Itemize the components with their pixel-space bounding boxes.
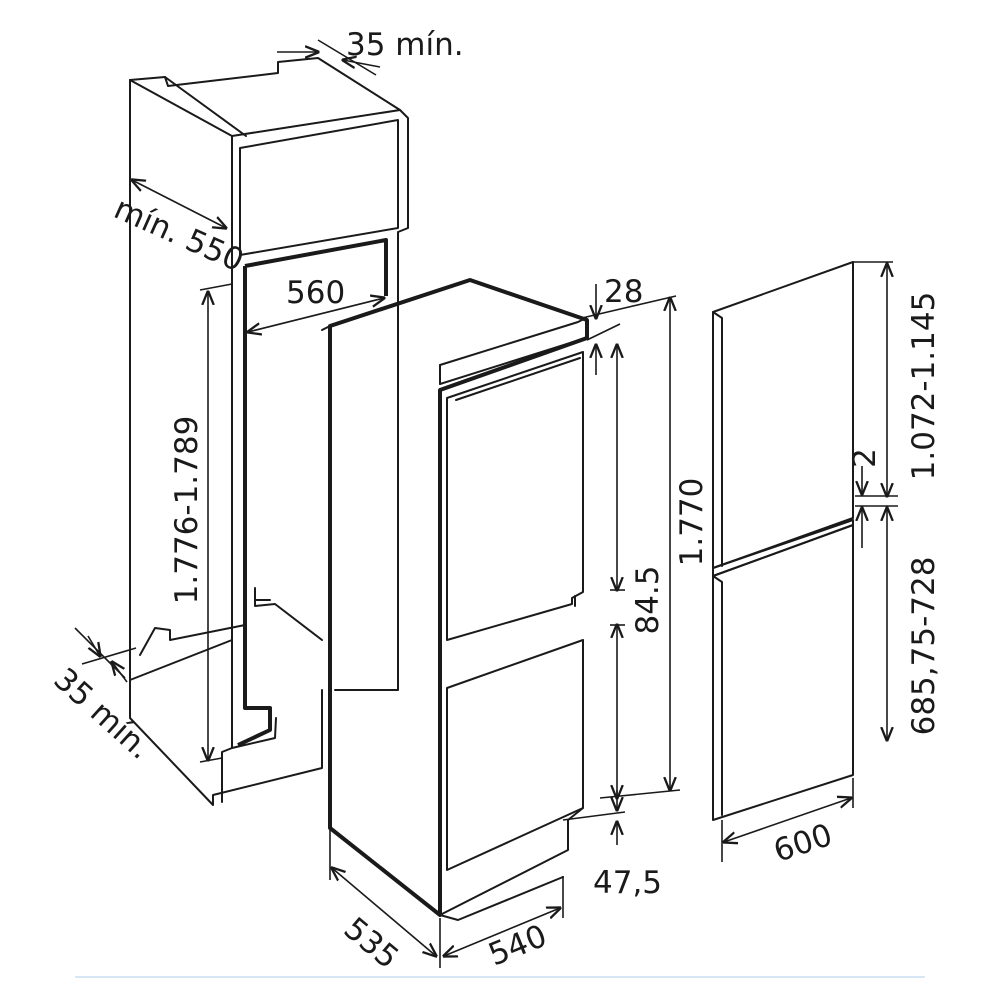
- door-panels: [712, 261, 854, 821]
- label-niche-top-gap: 35 mín.: [346, 27, 464, 63]
- label-niche-height: 1.776-1.789: [169, 416, 205, 605]
- label-niche-bottom-gap: 35 mín.: [47, 661, 159, 766]
- appliance-body: [321, 278, 589, 921]
- label-lower-door-height: 685,75-728: [906, 557, 942, 736]
- niche-cabinet: [129, 57, 409, 806]
- label-door-width: 600: [769, 817, 836, 870]
- footer-divider: [75, 976, 925, 978]
- label-appliance-height: 1.770: [674, 478, 710, 567]
- label-top-offset: 28: [604, 274, 643, 310]
- dimension-lines: [74, 39, 898, 968]
- label-upper-door-height: 1.072-1.145: [906, 292, 942, 481]
- label-door-gap-height: 84.5: [630, 565, 666, 634]
- label-appliance-width: 540: [484, 918, 552, 974]
- label-bottom-offset: 47,5: [593, 865, 662, 901]
- label-niche-width: 560: [286, 275, 345, 311]
- label-door-gap: 2: [847, 448, 883, 468]
